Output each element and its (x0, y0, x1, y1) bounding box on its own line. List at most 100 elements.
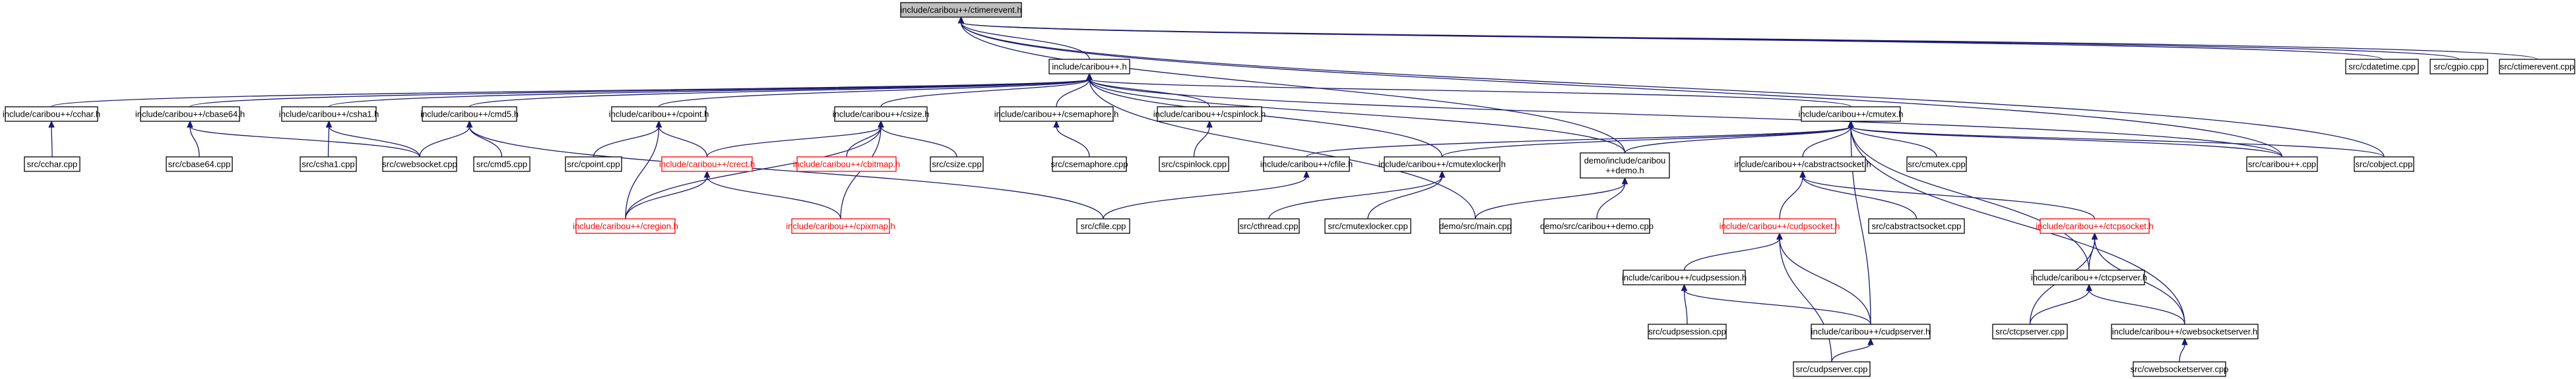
node-box[interactable] (2246, 156, 2318, 172)
node-cbase64_h[interactable]: include/caribou++/cbase64.h (135, 106, 245, 122)
node-cchar_cpp[interactable]: src/cchar.cpp (24, 156, 80, 172)
node-box[interactable] (1623, 270, 1746, 285)
node-demo_main_cpp[interactable]: demo/src/main.cpp (1439, 218, 1512, 234)
node-box[interactable] (2040, 218, 2150, 234)
node-box[interactable] (473, 156, 531, 172)
node-box[interactable] (1052, 156, 1127, 172)
node-crect_h[interactable]: include/caribou++/crect.h (659, 156, 755, 172)
node-box[interactable] (1868, 218, 1965, 234)
node-csemaphore_h[interactable]: include/caribou++/csemaphore.h (994, 106, 1119, 122)
node-box[interactable] (1648, 324, 1727, 339)
node-csize_cpp[interactable]: src/csize.cpp (930, 156, 984, 172)
node-cwebsocketserver_h[interactable]: include/caribou++/cwebsocketserver.h (2111, 324, 2259, 339)
node-cbase64_cpp[interactable]: src/cbase64.cpp (166, 156, 233, 172)
node-box[interactable] (422, 106, 517, 122)
node-box[interactable] (565, 156, 622, 172)
node-box[interactable] (1723, 218, 1836, 234)
node-box[interactable] (611, 106, 707, 122)
node-cudpserver_h[interactable]: include/caribou++/cudpserver.h (1811, 324, 1931, 339)
node-ctcpserver_cpp[interactable]: src/ctcpserver.cpp (1992, 324, 2068, 339)
node-box[interactable] (930, 156, 984, 172)
node-box[interactable] (1159, 156, 1229, 172)
node-cobject_cpp[interactable]: src/cobject.cpp (2354, 156, 2414, 172)
node-cfile_h[interactable]: include/caribou++/cfile.h (1260, 156, 1353, 172)
node-csha1_cpp[interactable]: src/csha1.cpp (300, 156, 357, 172)
node-box[interactable] (382, 156, 457, 172)
node-cregion_h[interactable]: include/caribou++/cregion.h (573, 218, 678, 234)
node-box[interactable] (575, 218, 676, 234)
node-box[interactable] (900, 2, 1022, 18)
node-ctcpsocket_h[interactable]: include/caribou++/ctcpsocket.h (2036, 218, 2154, 234)
node-cmutexlocker_cpp[interactable]: src/cmutexlocker.cpp (1324, 218, 1411, 234)
node-box[interactable] (166, 156, 233, 172)
node-ctcpserver_h[interactable]: include/caribou++/ctcpserver.h (2031, 270, 2147, 285)
node-box[interactable] (140, 106, 240, 122)
node-box[interactable] (1739, 156, 1866, 172)
node-caribou_cpp[interactable]: src/caribou++.cpp (2246, 156, 2318, 172)
node-box[interactable] (1157, 106, 1262, 122)
node-cwebsocketserver_cpp[interactable]: src/cwebsocketserver.cpp (2131, 361, 2229, 377)
node-cudpsession_cpp[interactable]: src/cudpsession.cpp (1648, 324, 1727, 339)
node-box[interactable] (2345, 59, 2419, 74)
node-cmd5_h[interactable]: include/caribou++/cmd5.h (420, 106, 519, 122)
node-cabstractsocket_cpp[interactable]: src/cabstractsocket.cpp (1868, 218, 1965, 234)
node-cabstractsocket_h[interactable]: include/caribou++/cabstractsocket.h (1734, 156, 1871, 172)
node-cwebsocket_cpp[interactable]: src/cwebsocket.cpp (382, 156, 457, 172)
node-cudpserver_cpp[interactable]: src/cudpserver.cpp (1793, 361, 1871, 377)
node-caribou_h[interactable]: include/caribou++.h (1048, 59, 1130, 74)
node-box[interactable] (1811, 324, 1931, 339)
node-box[interactable] (1992, 324, 2068, 339)
node-box[interactable] (1793, 361, 1871, 377)
node-box[interactable] (2430, 59, 2488, 74)
node-cmutexlocker_h[interactable]: include/caribou++/cmutexlocker.h (1378, 156, 1506, 172)
node-cpoint_cpp[interactable]: src/cpoint.cpp (565, 156, 622, 172)
node-box[interactable] (1801, 106, 1901, 122)
node-box[interactable] (5, 106, 98, 122)
node-box[interactable] (300, 156, 357, 172)
node-cmutex_cpp[interactable]: src/cmutex.cpp (1906, 156, 1967, 172)
node-cbitmap_h[interactable]: include/caribou++/cbitmap.h (793, 156, 901, 172)
node-cudpsession_h[interactable]: include/caribou++/cudpsession.h (1622, 270, 1747, 285)
node-cchar_h[interactable]: include/caribou++/cchar.h (3, 106, 100, 122)
node-box[interactable] (834, 106, 928, 122)
node-box[interactable] (1324, 218, 1411, 234)
node-cgpio_cpp[interactable]: src/cgpio.cpp (2430, 59, 2488, 74)
node-box[interactable] (1263, 156, 1350, 172)
node-csha1_h[interactable]: include/caribou++/csha1.h (279, 106, 379, 122)
node-box[interactable] (2033, 270, 2145, 285)
node-csemaphore_cpp[interactable]: src/csemaphore.cpp (1050, 156, 1128, 172)
node-box[interactable] (1048, 59, 1130, 74)
node-demo_h[interactable]: demo/include/caribou++demo.h (1580, 152, 1670, 179)
node-cmd5_cpp[interactable]: src/cmd5.cpp (473, 156, 531, 172)
node-box[interactable] (281, 106, 377, 122)
node-cpixmap_h[interactable]: include/caribou++/cpixmap.h (786, 218, 895, 234)
node-cmutex_h[interactable]: include/caribou++/cmutex.h (1799, 106, 1904, 122)
node-demo_cpp[interactable]: demo/src/caribou++demo.cpp (1540, 218, 1654, 234)
node-box[interactable] (2133, 361, 2226, 377)
node-box[interactable] (2111, 324, 2259, 339)
node-box[interactable] (2499, 59, 2575, 74)
node-box[interactable] (796, 156, 897, 172)
node-cthread_cpp[interactable]: src/cthread.cpp (1238, 218, 1300, 234)
node-box[interactable] (791, 218, 890, 234)
node-box[interactable] (24, 156, 80, 172)
node-box[interactable] (1580, 152, 1670, 179)
node-ctimerevent_cpp[interactable]: src/ctimerevent.cpp (2499, 59, 2575, 74)
node-cspinlock_h[interactable]: include/caribou++/cspinlock.h (1153, 106, 1266, 122)
node-box[interactable] (1543, 218, 1650, 234)
node-box[interactable] (1439, 218, 1512, 234)
node-cudpsocket_h[interactable]: include/caribou++/cudpsocket.h (1720, 218, 1840, 234)
node-box[interactable] (1384, 156, 1500, 172)
node-cpoint_h[interactable]: include/caribou++/cpoint.h (609, 106, 709, 122)
node-box[interactable] (999, 106, 1114, 122)
node-ctimerevent_h[interactable]: include/caribou++/ctimerevent.h (900, 2, 1022, 18)
node-box[interactable] (1906, 156, 1967, 172)
node-cspinlock_cpp[interactable]: src/cspinlock.cpp (1159, 156, 1229, 172)
node-cdatetime_cpp[interactable]: src/cdatetime.cpp (2345, 59, 2419, 74)
node-box[interactable] (2354, 156, 2414, 172)
node-box[interactable] (1076, 218, 1130, 234)
node-cfile_cpp[interactable]: src/cfile.cpp (1076, 218, 1130, 234)
node-box[interactable] (661, 156, 753, 172)
node-csize_h[interactable]: include/caribou++/csize.h (833, 106, 930, 122)
node-box[interactable] (1238, 218, 1300, 234)
